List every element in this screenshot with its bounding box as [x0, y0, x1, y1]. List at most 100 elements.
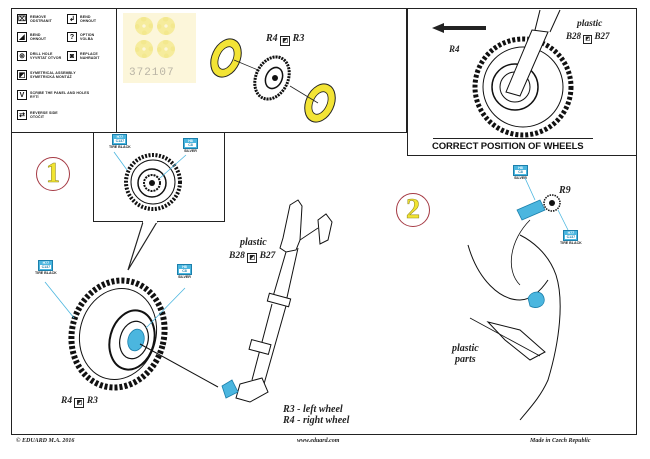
plastic-parts-label: plastic parts [452, 343, 479, 365]
footer-url[interactable]: www.eduard.com [297, 438, 340, 444]
legend-label: OHNOUT [30, 37, 47, 41]
legend-label: OHNOUT [80, 19, 97, 23]
legend-label: DRILL HOLE [30, 51, 53, 56]
note-line: plastic [452, 343, 479, 354]
legend-label: REPLACE [80, 51, 98, 56]
mask-ring [135, 40, 153, 58]
part-label: R3 [292, 33, 305, 44]
correct-position-title: CORRECT POSITION OF WHEELS [432, 141, 584, 152]
callout-pointer [127, 221, 158, 271]
parts-panel [117, 8, 407, 133]
footer-made-in: Made in Czech Republic [530, 438, 591, 444]
part-label: R4 [61, 396, 73, 406]
photo-etch-fret [123, 13, 196, 83]
note-line: R4 - right wheel [283, 415, 350, 426]
correct-position-drawing [432, 9, 574, 138]
step-2-badge: 2 [396, 193, 430, 227]
bend-curve-icon: ◢ [17, 32, 27, 42]
landing-gear-strut [221, 199, 333, 403]
legend-label: SYMETRICKÁ MONTÁŽ [30, 75, 72, 79]
divider [433, 138, 593, 139]
option-icon: ? [67, 32, 77, 42]
footer-copyright: © EDUARD M.A. 2016 [16, 438, 75, 444]
paint-code: C8 [185, 143, 196, 147]
step-1-badge: 1 [36, 157, 70, 191]
symmetrical-assembly-icon: ◩ [583, 35, 593, 44]
legend-label: REMOVE [30, 14, 47, 19]
symmetrical-assembly-icon: ◩ [247, 253, 258, 263]
paint-name: TIRE BLACK [560, 241, 582, 245]
legend-label: SCRIBE THE PANEL AND HOLES [30, 90, 90, 95]
part-label: B28 [229, 251, 245, 261]
scribe-icon: V [17, 90, 27, 100]
direction-arrow [432, 23, 486, 33]
paint-code: C137 [40, 265, 52, 269]
part-label: R4 [266, 33, 278, 44]
symmetrical-assembly-icon: ◩ [74, 398, 85, 408]
paint-name: SILVER [184, 149, 197, 153]
legend-label: REVERSE SIDE [30, 110, 58, 115]
fret-code: 372107 [129, 67, 175, 79]
paint-code: C137 [114, 139, 126, 143]
page-frame [11, 8, 637, 435]
paint-name: SILVER [178, 275, 191, 279]
paint-name: SILVER [514, 176, 527, 180]
paint-code: C137 [565, 235, 577, 239]
legend-label: OTOČIT [30, 115, 45, 119]
plastic-parts: B28 ◩ B27 [566, 31, 610, 44]
paint-name: TIRE BLACK [35, 271, 57, 275]
legend-label: NAHRADIT [80, 56, 100, 60]
part-label: B28 [566, 31, 582, 41]
part-label: R9 [559, 185, 571, 196]
part-label: B27 [259, 251, 276, 261]
plastic-label: plastic [577, 19, 603, 29]
top-part-labels: R4 ◩ R3 [266, 33, 304, 46]
step1-wheel [44, 277, 219, 391]
wheel-part-labels: R4 ◩ R3 [61, 396, 98, 408]
symmetrical-assembly-icon: ◩ [17, 70, 27, 80]
remove-icon: ⌧ [17, 14, 27, 24]
paint-code: H8 [518, 166, 523, 170]
step2-assembly [467, 177, 569, 421]
paint-code: H77 [567, 231, 575, 235]
bend-icon: ↲ [67, 14, 77, 24]
correct-position-panel [407, 8, 637, 156]
reverse-side-icon: ⇄ [17, 110, 27, 120]
legend-label: OPTION [80, 32, 95, 37]
legend-label: BEND [80, 14, 91, 19]
wheel-side-note: R3 - left wheel R4 - right wheel [283, 404, 349, 426]
paint-code: C8 [515, 170, 526, 174]
part-label: R3 [86, 396, 98, 406]
legend-label: BEND [30, 32, 41, 37]
note-line: parts [455, 354, 476, 365]
paint-code: H77 [42, 261, 50, 265]
paint-code: H8 [188, 139, 193, 143]
mask-ring [157, 17, 175, 35]
plastic-label: plastic [240, 237, 267, 248]
legend-label: SYMETRICAL ASSEMBLY [30, 70, 76, 75]
top-wheel-assembly [210, 38, 336, 123]
legend-label: RÝTÍ [30, 95, 39, 99]
legend-label: ODSTRANIT [30, 19, 52, 23]
legend-label: VOLBA [80, 37, 94, 41]
note-line: R3 - left wheel [283, 404, 343, 415]
